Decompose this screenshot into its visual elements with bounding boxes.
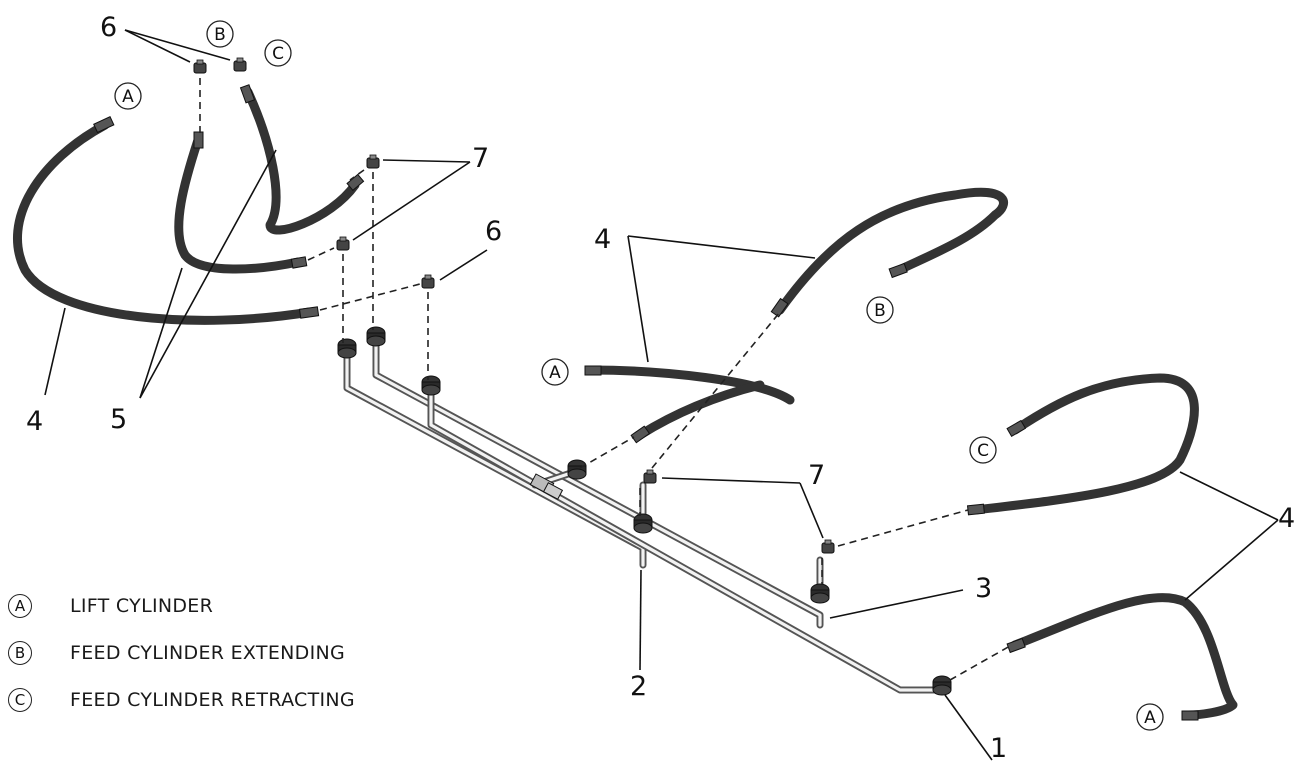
leader-lines — [44, 29, 1279, 761]
svg-text:A: A — [122, 87, 134, 107]
circle-letter-c-right: C — [969, 436, 997, 464]
legend-text-feed-retracting: FEED CYLINDER RETRACTING — [70, 688, 355, 711]
legend-badge-b: B — [8, 640, 32, 665]
circle-letter-b-top: B — [206, 20, 234, 48]
hose-center-a — [585, 365, 795, 405]
legend: A LIFT CYLINDER B FEED CYLINDER EXTENDIN… — [8, 582, 355, 723]
hose-upper-left-a — [12, 120, 315, 325]
legend-text-lift-cylinder: LIFT CYLINDER — [70, 594, 214, 617]
callout-4-right: 4 — [1278, 503, 1295, 534]
hose-upper-left-c — [243, 87, 360, 235]
callout-2: 2 — [630, 671, 647, 702]
circle-letter-b-right: B — [866, 296, 894, 324]
hose-right-a — [1010, 593, 1238, 720]
svg-text:B: B — [214, 25, 226, 45]
hose-right-c — [970, 373, 1199, 515]
circle-letter-a-top: A — [114, 82, 142, 110]
svg-text:A: A — [549, 363, 561, 383]
callout-1: 1 — [990, 733, 1007, 762]
legend-text-feed-extending: FEED CYLINDER EXTENDING — [70, 641, 346, 664]
callout-3: 3 — [975, 573, 992, 604]
callout-5: 5 — [110, 404, 127, 435]
callout-4-left: 4 — [26, 406, 43, 437]
circle-letter-a-center: A — [541, 358, 569, 386]
callout-6-top: 6 — [100, 12, 117, 43]
svg-text:C: C — [977, 441, 989, 461]
legend-badge-a: A — [8, 593, 32, 618]
tube-nuts — [337, 326, 952, 696]
callout-4-center: 4 — [594, 224, 611, 255]
callout-6-mid: 6 — [485, 216, 502, 247]
connection-lines — [199, 78, 1011, 681]
circled-letters: B C A B A C A — [114, 20, 1164, 731]
hose-upper-left-b — [174, 135, 303, 274]
legend-row-feed-retracting: C FEED CYLINDER RETRACTING — [8, 676, 355, 723]
circle-letter-c-top: C — [264, 39, 292, 67]
hose-center-b — [775, 187, 1008, 315]
hoses — [12, 87, 1238, 720]
hose-center-a-return — [635, 380, 765, 440]
legend-badge-c: C — [8, 687, 32, 712]
legend-row-lift-cylinder: A LIFT CYLINDER — [8, 582, 355, 629]
svg-text:B: B — [874, 301, 886, 321]
callout-7-lower: 7 — [808, 460, 825, 491]
svg-text:A: A — [1144, 708, 1156, 728]
circle-letter-a-bottom: A — [1136, 703, 1164, 731]
legend-row-feed-extending: B FEED CYLINDER EXTENDING — [8, 629, 355, 676]
hose-ends — [93, 84, 1199, 721]
callout-numbers: 6 7 6 4 4 5 7 4 3 2 1 — [26, 12, 1295, 762]
svg-text:C: C — [272, 44, 284, 64]
callout-7-top: 7 — [472, 143, 489, 174]
